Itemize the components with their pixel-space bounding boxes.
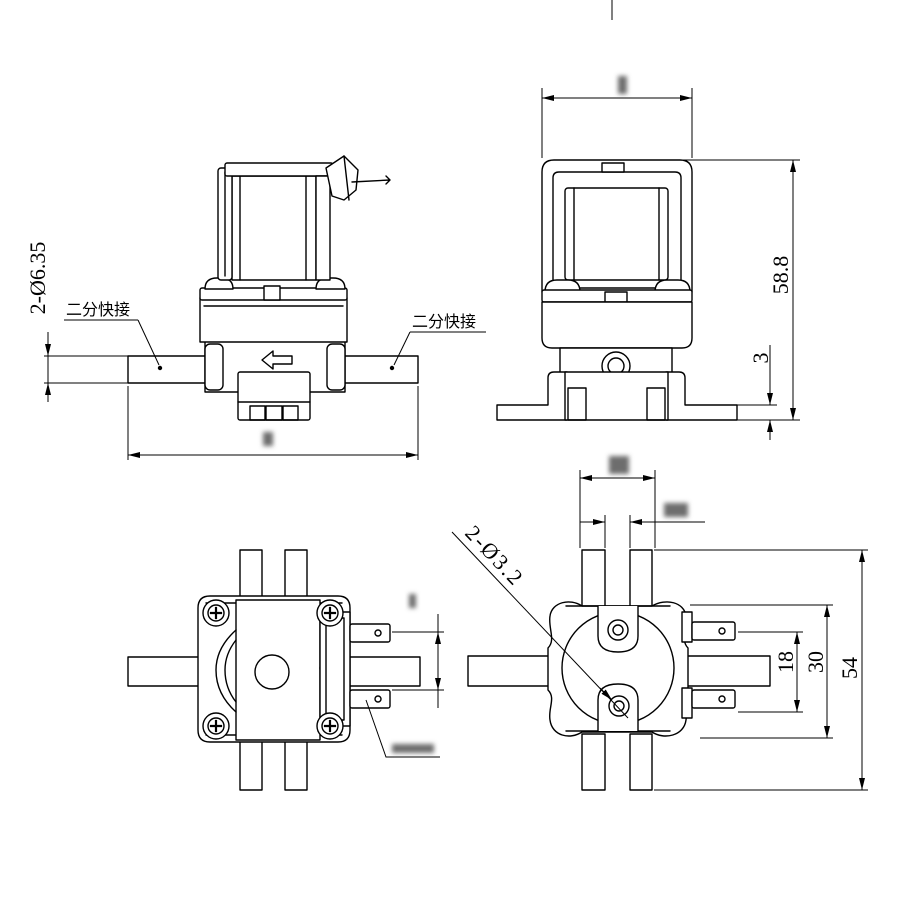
right-fitting [339,355,419,384]
coil-foot-left [544,279,581,293]
obscured-label [664,503,688,517]
flow-arrow-icon [261,350,293,370]
pipe-diameter-dimension: 2-Ø6.35 [25,242,128,402]
leg-span-dimension [579,456,656,548]
front-width-dimension [127,386,419,460]
left-fitting-dot [157,365,163,371]
overall-dimension: 54 [654,549,868,791]
pipe-diameter-label: 2-Ø6.35 [25,242,50,315]
terminal-blade-lower [691,689,736,709]
clip-leg [629,733,653,791]
base-thickness-dimension: 3 [737,345,777,440]
obscured-label [618,76,627,94]
clip-leg [629,549,653,609]
base-thickness-label: 3 [748,353,773,364]
bracket-top-tab [601,162,625,173]
terminal-blade-lower [349,689,391,709]
coil [231,175,317,281]
lead-wire [351,175,391,185]
coil-window [564,187,669,281]
mount-hole-upper [607,619,629,641]
leg-gap-dimension [580,503,705,548]
screw-icon [202,599,230,627]
right-fitting-dot [389,365,395,371]
overall-dim-label: 54 [837,657,862,679]
right-port-collar [326,343,346,391]
terminal-blade-upper [691,621,736,641]
left-fitting-callout: 二分快接 [64,300,160,366]
bottom-view [127,549,444,791]
side-view: 58.8 3 [496,76,800,440]
screw-icon [316,599,344,627]
screw-icon [316,712,344,740]
terminal-pitch-dimension: 18 [738,631,803,713]
valve-body [199,297,348,343]
clip-leg [581,733,606,791]
left-port-collar [204,343,224,391]
mount-hole-lower [608,695,630,717]
top-left-fitting [467,655,553,687]
mount-base [564,371,669,421]
screw-icon [202,712,230,740]
side-body [541,301,693,349]
obscured-label [409,594,416,608]
left-fitting-label: 二分快接 [66,300,130,319]
coil-boss-right [315,277,346,290]
terminal-spacing-dimension [392,594,444,708]
side-width-dimension [541,76,693,158]
bottom-left-fitting [127,656,209,687]
height-dimension: 58.8 [624,159,800,421]
coil-yoke-top [224,162,334,177]
left-fitting [127,355,211,384]
obscured-label [392,744,434,753]
clip-leg [239,549,263,601]
terminal-callout [365,699,440,758]
coil-yoke-right [315,175,331,281]
right-fitting-callout: 二分快接 [393,312,486,366]
obscured-label [263,432,273,446]
center-boss [254,654,290,690]
terminal-root-upper [681,611,693,643]
height-label: 58.8 [768,256,793,295]
body-center-tab [263,285,281,301]
terminal-blade-upper [349,623,391,643]
terminal-pitch-label: 18 [773,651,798,673]
outlet-block [237,371,311,421]
body-dim-label: 30 [803,651,828,673]
clip-leg [284,739,308,791]
terminal-block [319,611,351,727]
front-view: 2-Ø6.35 二分快接 二分快接 [25,155,486,460]
coil-foot-right [654,279,691,293]
clip-leg [581,549,606,609]
top-right-fitting [683,655,771,687]
clip-leg [284,549,308,601]
bottom-right-fitting [341,656,421,687]
bobbin-arc [215,629,237,713]
terminal-root-lower [681,687,693,719]
right-fitting-label: 二分快接 [412,312,476,331]
body-dimension: 30 [690,604,833,739]
obscured-label [609,456,629,474]
clip-leg [239,739,263,791]
